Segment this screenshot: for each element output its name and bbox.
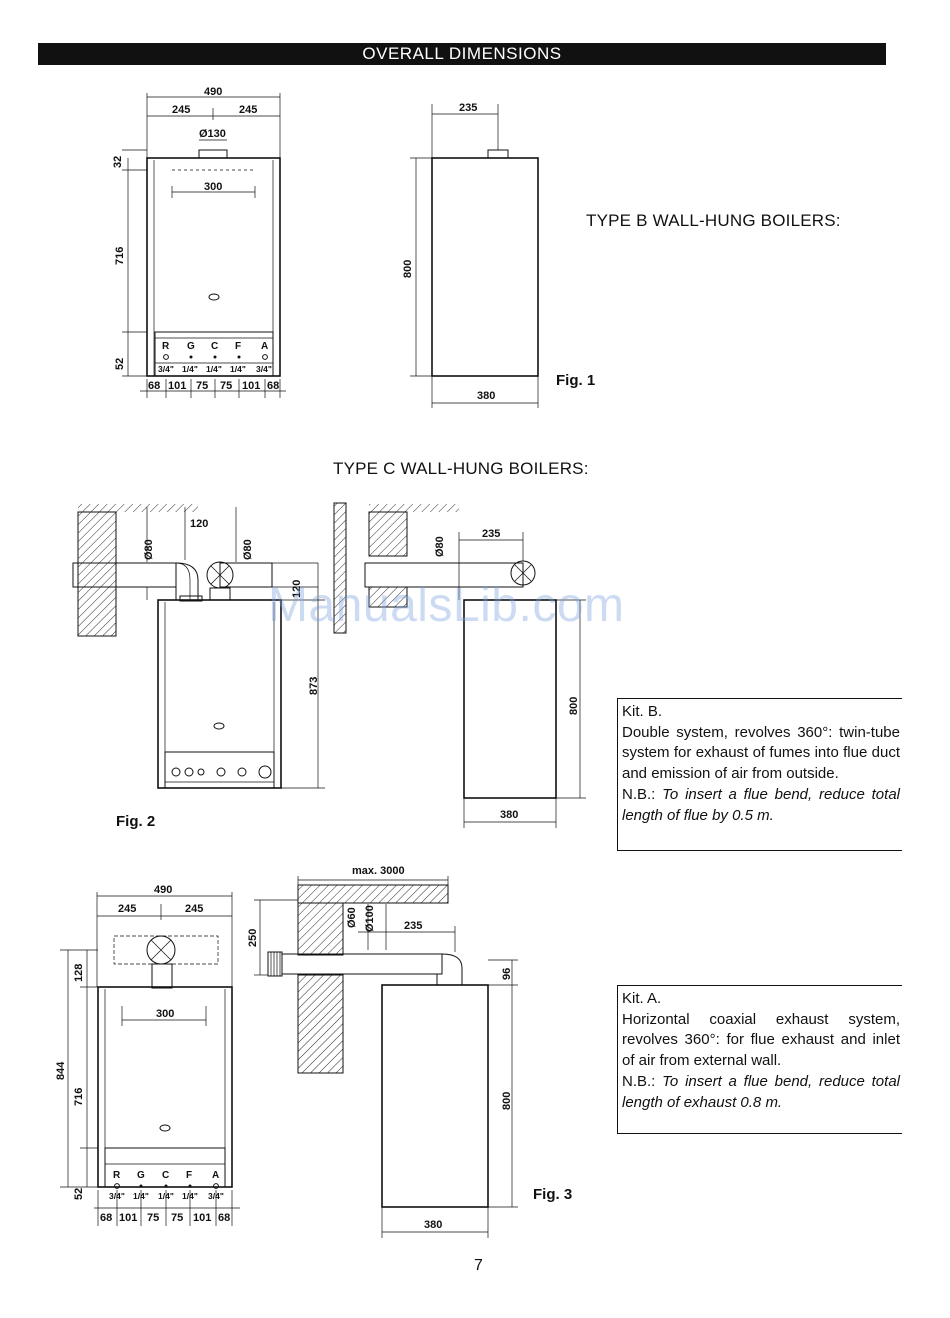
fig3-sp-5: 101	[193, 1212, 211, 1224]
fig3-sp-2: 101	[119, 1212, 137, 1224]
kit-a-note: N.B.: To insert a flue bend, reduce tota…	[622, 1072, 900, 1113]
fig1-size-f: 1/4"	[230, 364, 246, 374]
fig1-sp-3: 75	[196, 380, 208, 392]
type-c-heading: TYPE C WALL-HUNG BOILERS:	[333, 459, 589, 478]
fig3-dim-245-right: 245	[185, 903, 203, 915]
fig3-side-view	[254, 876, 518, 1238]
fig3-side-800: 800	[501, 1092, 513, 1110]
fig1-side-800: 800	[402, 260, 414, 278]
fig3-sp-1: 68	[100, 1212, 112, 1224]
fig1-flue-stub	[198, 149, 228, 159]
fig3-size-g: 1/4"	[133, 1191, 149, 1201]
fig3-sp-6: 68	[218, 1212, 230, 1224]
fig3-conn-f: F	[186, 1170, 192, 1181]
fig1-sp-2: 101	[168, 380, 186, 392]
fig3-size-c: 1/4"	[158, 1191, 174, 1201]
fig1-size-g: 1/4"	[182, 364, 198, 374]
fig1-dim-245-right: 245	[239, 104, 257, 116]
fig3-dim-d100: Ø100	[364, 905, 376, 932]
fig2-dim-120: 120	[190, 518, 208, 530]
fig3-conn-a: A	[212, 1170, 219, 1181]
kit-b-note: N.B.: To insert a flue bend, reduce tota…	[622, 785, 900, 826]
fig1-size-c: 1/4"	[206, 364, 222, 374]
fig2-dim-d80-c: Ø80	[434, 536, 446, 557]
kit-b-title: Kit. B.	[622, 703, 663, 720]
fig1-size-r: 3/4"	[158, 364, 174, 374]
fig1-conn-r: R	[162, 341, 170, 352]
fig3-sp-3: 75	[147, 1212, 159, 1224]
fig3-dim-490: 490	[154, 884, 172, 896]
fig3-front-view	[60, 892, 240, 1226]
fig3-dim-300: 300	[156, 1008, 174, 1020]
fig1-side-380: 380	[477, 390, 495, 402]
fig2-side-800: 800	[568, 697, 580, 715]
fig3-dim-max3000: max. 3000	[352, 865, 405, 877]
fig2-side-235: 235	[482, 528, 500, 540]
fig3-dim-716: 716	[73, 1088, 85, 1106]
kit-a-title: Kit. A.	[622, 990, 662, 1007]
fig3-dim-128: 128	[73, 964, 85, 982]
fig1-dim-300: 300	[204, 181, 222, 193]
fig1-dim-245-left: 245	[172, 104, 190, 116]
fig2-side-380: 380	[500, 809, 518, 821]
fig1-dim-716: 716	[114, 247, 126, 265]
fig2-side-view	[364, 504, 586, 828]
fig3-dim-52: 52	[73, 1188, 85, 1200]
fig3-dim-245-left: 245	[118, 903, 136, 915]
kit-b-note-text: To insert a flue bend, reduce total leng…	[622, 785, 900, 824]
watermark: ManualsLib.com	[268, 579, 625, 632]
fig3-label: Fig. 3	[533, 1186, 573, 1203]
fig3-dim-d60: Ø60	[346, 907, 358, 928]
page-title-banner: OVERALL DIMENSIONS	[38, 43, 886, 65]
fig2-front-view	[72, 502, 347, 789]
fig1-conn-c: C	[211, 341, 218, 352]
fig3-sp-4: 75	[171, 1212, 183, 1224]
fig1-dim-490: 490	[204, 86, 222, 98]
fig3-conn-r: R	[113, 1170, 121, 1181]
fig1-sp-6: 68	[267, 380, 279, 392]
fig3-dim-250: 250	[247, 929, 259, 947]
fig3-side-380: 380	[424, 1219, 442, 1231]
type-b-heading: TYPE B WALL-HUNG BOILERS:	[586, 211, 841, 230]
fig3-size-r: 3/4"	[109, 1191, 125, 1201]
kit-a-body: Horizontal coaxial exhaust system, revol…	[622, 1010, 900, 1070]
fig2-dim-d80-b: Ø80	[242, 539, 254, 560]
fig3-size-f: 1/4"	[182, 1191, 198, 1201]
fig3-conn-c: C	[162, 1170, 169, 1181]
fig1-sp-4: 75	[220, 380, 232, 392]
kit-b-body: Double system, revolves 360°: twin-tube …	[622, 723, 900, 783]
fig1-sp-1: 68	[148, 380, 160, 392]
kit-a-box: Kit. A. Horizontal coaxial exhaust syste…	[617, 985, 902, 1134]
page-number: 7	[474, 1257, 483, 1274]
fig3-conn-g: G	[137, 1170, 145, 1181]
fig2-dim-d80-a: Ø80	[143, 539, 155, 560]
fig1-conn-a: A	[261, 341, 268, 352]
fig1-conn-f: F	[235, 341, 241, 352]
fig3-side-235: 235	[404, 920, 422, 932]
kit-a-note-text: To insert a flue bend, reduce total leng…	[622, 1072, 900, 1111]
fig1-sp-5: 101	[242, 380, 260, 392]
kit-a-note-lead: N.B.:	[622, 1072, 656, 1090]
fig1-front-view	[122, 93, 286, 398]
fig3-dim-96: 96	[501, 968, 513, 980]
fig1-side-235: 235	[459, 102, 477, 114]
fig1-dim-32: 32	[112, 156, 124, 168]
kit-b-box: Kit. B. Double system, revolves 360°: tw…	[617, 698, 902, 851]
fig1-side-view	[410, 104, 539, 408]
kit-b-note-lead: N.B.:	[622, 785, 656, 803]
fig1-dim-d130: Ø130	[199, 128, 226, 140]
fig1-size-a: 3/4"	[256, 364, 272, 374]
fig1-conn-g: G	[187, 341, 195, 352]
fig2-dim-873: 873	[308, 677, 320, 695]
fig3-dim-844: 844	[55, 1061, 67, 1080]
fig1-dim-52: 52	[114, 358, 126, 370]
fig2-dim-pipe-gap: 120	[291, 580, 303, 598]
fig1-label: Fig. 1	[556, 372, 596, 389]
fig3-size-a: 3/4"	[208, 1191, 224, 1201]
fig2-label: Fig. 2	[116, 813, 156, 830]
